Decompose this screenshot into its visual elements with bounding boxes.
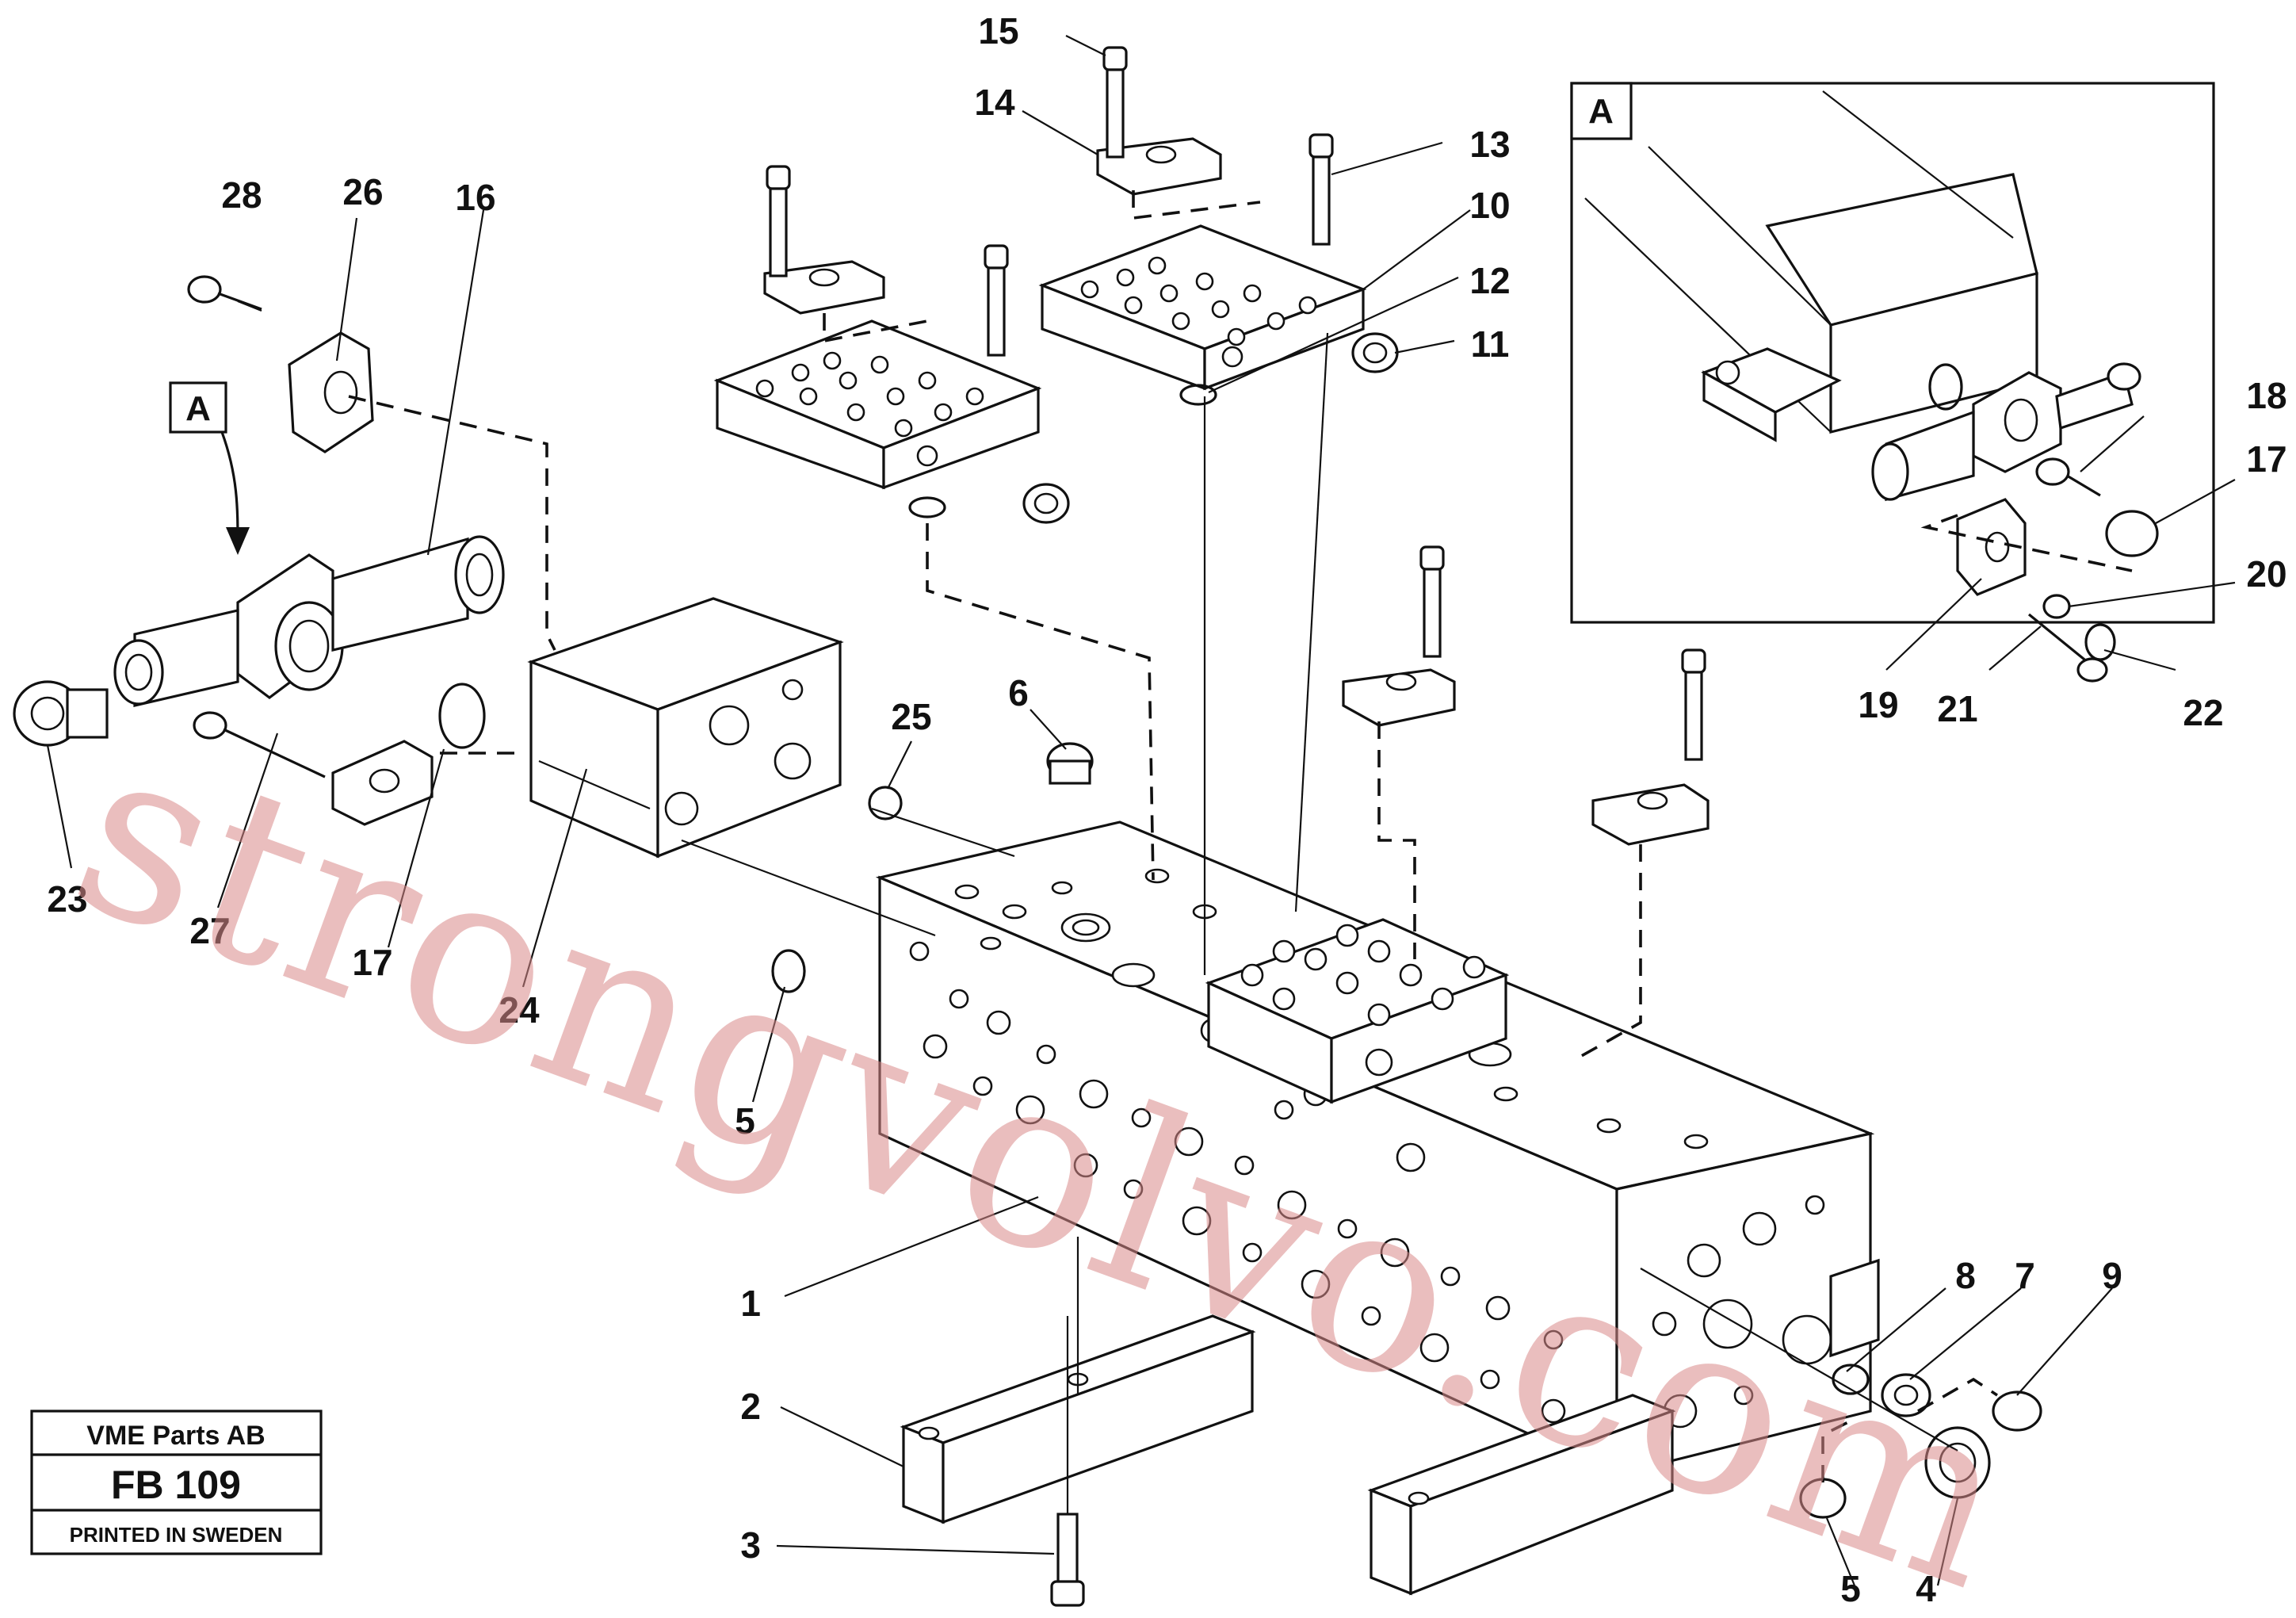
callout-18: 18: [2246, 375, 2286, 416]
callout-24: 24: [499, 989, 540, 1031]
bolt-13: [1308, 133, 1334, 246]
adapter-block-24: [527, 597, 844, 859]
callout-leaders: [46, 35, 2236, 1586]
center-sub-plate: [1205, 918, 1510, 1104]
plug-6: [1046, 742, 1094, 785]
detail-view-a: A: [1570, 82, 2215, 683]
callout-5-right: 5: [1840, 1568, 1861, 1609]
bolt-18: [2035, 457, 2101, 497]
o-ring-top-left: [908, 496, 946, 518]
bolt-3: [1050, 1316, 1085, 1607]
bolt-top-left-a: [766, 165, 791, 277]
callout-27: 27: [189, 910, 230, 951]
callout-3: 3: [740, 1524, 761, 1566]
plug-11: [1351, 332, 1399, 373]
callout-9: 9: [2102, 1255, 2122, 1296]
callout-19: 19: [1858, 684, 1898, 725]
callout-15: 15: [978, 10, 1018, 52]
top-left-cover-plate: [713, 319, 1042, 490]
callout-21: 21: [1937, 688, 1977, 729]
callout-8: 8: [1955, 1255, 1976, 1296]
top-face-holes: [954, 868, 1709, 1149]
callout-20: 20: [2246, 553, 2286, 595]
callout-25: 25: [891, 696, 931, 737]
callout-22: 22: [2183, 692, 2223, 733]
bolt-center-upper: [1419, 545, 1445, 658]
assembly-lines: [348, 190, 1998, 1482]
callout-2: 2: [740, 1386, 761, 1427]
flange-19: [1956, 498, 2027, 596]
o-ring-12: [1179, 384, 1217, 406]
callout-28: 28: [221, 174, 262, 216]
detail-fitting: [1871, 362, 2141, 502]
flange-14: [1096, 137, 1222, 196]
callout-14: 14: [974, 82, 1015, 123]
bolt-28: [187, 275, 262, 311]
flange-26: [288, 331, 374, 453]
plug-top-left: [1022, 483, 1070, 524]
detail-o-ring: [1928, 363, 1963, 411]
stamp-company: VME Parts AB: [86, 1421, 265, 1451]
callout-26: 26: [342, 171, 383, 212]
bolt-27: [193, 711, 326, 778]
view-marker-a: A: [169, 381, 250, 555]
top-right-cover-plate: [1038, 224, 1367, 391]
plug-4: [1924, 1426, 1991, 1499]
callout-16: 16: [455, 177, 495, 218]
hose-fitting-assembly: [113, 535, 505, 708]
base-rail-rear: [1367, 1258, 1880, 1596]
front-face-holes: [909, 941, 1566, 1424]
fitting-7: [1881, 1373, 1931, 1417]
flange-center: [1342, 668, 1456, 727]
flange-top-left: [763, 260, 885, 315]
o-ring-17-left: [438, 683, 486, 749]
bolt-right-upper: [1681, 648, 1706, 761]
o-ring-25: [868, 786, 903, 820]
vme-parts-stamp: VME Parts AB FB 109 PRINTED IN SWEDEN: [30, 1410, 323, 1555]
callout-5-left: 5: [735, 1100, 755, 1142]
o-ring-17-detail: [2105, 510, 2159, 557]
plug-9: [1992, 1390, 2042, 1432]
callout-labels: 1 2 3 4 5 5 6 7 8 9 10 11 12 13 14 15 16…: [47, 10, 2286, 1609]
washer-22: [2084, 623, 2116, 661]
plug-5-left: [771, 949, 806, 993]
flange-27: [331, 740, 434, 826]
flange-right: [1591, 783, 1710, 846]
callout-10: 10: [1469, 185, 1510, 226]
stamp-code: FB 109: [111, 1463, 241, 1507]
o-ring-20: [2042, 594, 2071, 619]
bolt-top-left-b: [984, 244, 1009, 357]
detail-marker-label: A: [1588, 92, 1614, 131]
callout-23: 23: [47, 878, 87, 920]
view-marker-label: A: [185, 389, 211, 428]
callout-12: 12: [1469, 260, 1510, 301]
callout-1: 1: [740, 1283, 761, 1324]
bolt-15: [1102, 46, 1128, 159]
stamp-printed: PRINTED IN SWEDEN: [70, 1523, 283, 1547]
bolt-21: [2027, 613, 2108, 683]
callout-4: 4: [1916, 1568, 1936, 1609]
callout-13: 13: [1469, 124, 1510, 165]
callout-6: 6: [1008, 672, 1029, 713]
callout-7: 7: [2015, 1255, 2035, 1296]
fitting-23: [13, 680, 109, 747]
callout-17-detail: 17: [2246, 438, 2286, 480]
callout-17-left: 17: [352, 942, 392, 983]
callout-11: 11: [1471, 323, 1510, 365]
